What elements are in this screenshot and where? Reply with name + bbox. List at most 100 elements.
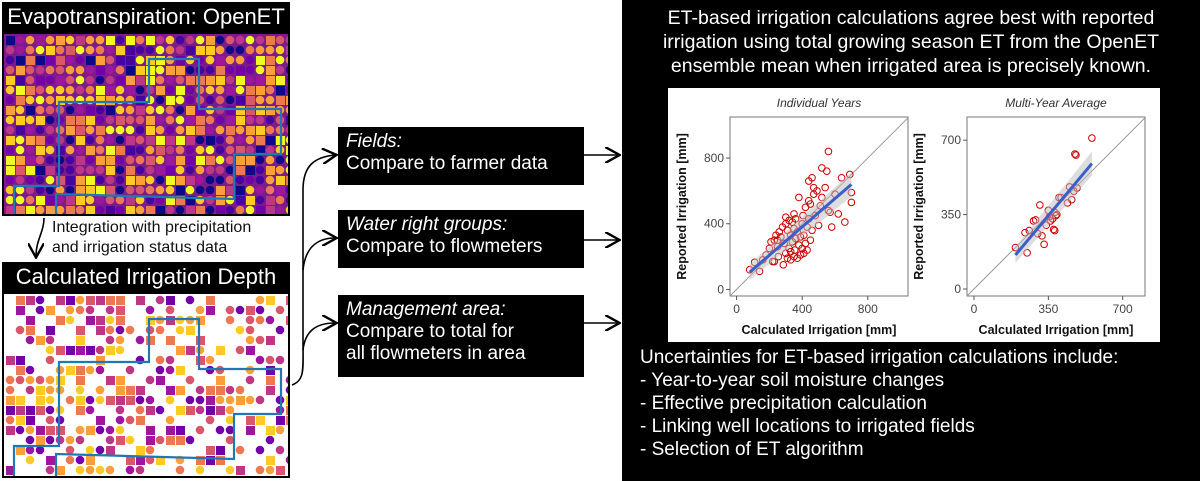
field-shape (5, 65, 15, 75)
field-shape (26, 316, 35, 325)
field-shape (256, 106, 265, 115)
field-shape (235, 205, 245, 214)
field-shape (25, 35, 35, 45)
field-shape (45, 345, 55, 355)
field-shape (16, 416, 25, 425)
field-shape (95, 205, 105, 214)
field-shape (226, 186, 235, 195)
field-shape (45, 375, 55, 385)
field-shape (266, 366, 275, 375)
field-shape (66, 176, 75, 185)
field-shape (15, 325, 25, 335)
field-shape (86, 56, 95, 65)
field-shape (275, 65, 285, 75)
field-shape (26, 326, 35, 335)
field-shape (145, 175, 155, 185)
field-shape (106, 146, 115, 155)
field-shape (265, 175, 275, 185)
field-shape (126, 76, 135, 85)
field-shape (76, 186, 85, 195)
field-shape (95, 115, 105, 125)
data-point (1071, 150, 1079, 158)
field-shape (76, 176, 85, 185)
y-tick-label: 800 (704, 151, 724, 165)
field-shape (236, 166, 245, 175)
field-shape (56, 176, 65, 185)
field-shape (146, 126, 155, 135)
y-tick-label: 350 (941, 208, 961, 222)
field-shape (195, 395, 205, 405)
field-shape (165, 85, 175, 95)
field-shape (85, 465, 95, 475)
field-shape (16, 126, 25, 135)
field-shape (256, 136, 265, 145)
field-shape (46, 456, 55, 465)
field-shape (265, 145, 275, 155)
field-shape (95, 45, 105, 55)
field-shape (195, 165, 205, 175)
field-shape (46, 426, 55, 435)
field-shape (226, 116, 235, 125)
field-shape (136, 386, 145, 395)
field-shape (256, 86, 265, 95)
field-shape (65, 35, 75, 45)
field-shape (265, 355, 275, 365)
field-shape (145, 45, 155, 55)
field-shape (6, 426, 15, 435)
field-shape (76, 156, 85, 165)
field-shape (265, 435, 275, 445)
field-shape (85, 405, 95, 415)
field-shape (186, 116, 195, 125)
field-shape (95, 345, 105, 355)
field-shape (76, 406, 85, 415)
uncertainty-item: - Effective precipitation calculation (640, 393, 927, 414)
field-shape (125, 365, 135, 375)
field-shape (85, 135, 95, 145)
field-shape (266, 66, 275, 75)
field-shape (75, 425, 85, 435)
field-shape (216, 346, 225, 355)
field-shape (125, 465, 135, 475)
field-shape (186, 406, 195, 415)
field-shape (215, 425, 225, 435)
field-shape (86, 116, 95, 125)
field-shape (126, 36, 135, 45)
field-shape (136, 416, 145, 425)
field-shape (236, 156, 245, 165)
field-shape (165, 45, 175, 55)
field-shape (236, 396, 245, 405)
data-point (804, 196, 813, 205)
y-tick-label: 400 (704, 217, 724, 231)
field-shape (196, 76, 205, 85)
field-shape (196, 46, 205, 55)
field-shape (146, 36, 155, 45)
field-shape (205, 85, 215, 95)
field-shape (245, 75, 255, 85)
field-shape (86, 106, 95, 115)
irrigation-map-title: Calculated Irrigation Depth (2, 262, 290, 292)
field-shape (45, 35, 55, 45)
field-shape (245, 395, 255, 405)
field-shape (236, 76, 245, 85)
field-shape (245, 205, 255, 214)
field-shape (86, 186, 95, 195)
field-shape (275, 325, 285, 335)
results-panel: ET-based irrigation calculations agree b… (622, 0, 1200, 481)
field-shape (115, 155, 125, 165)
field-shape (155, 115, 165, 125)
data-point (809, 183, 818, 192)
field-shape (245, 45, 255, 55)
field-shape (225, 55, 235, 65)
uncertainty-item: - Year-to-year soil moisture changes (640, 370, 945, 391)
field-shape (26, 86, 35, 95)
field-shape (255, 65, 265, 75)
field-shape (106, 446, 115, 455)
field-shape (166, 316, 175, 325)
data-point (834, 210, 843, 218)
field-shape (165, 145, 175, 155)
field-shape (125, 115, 135, 125)
field-shape (26, 156, 35, 165)
field-shape (105, 325, 115, 335)
field-shape (285, 456, 288, 464)
